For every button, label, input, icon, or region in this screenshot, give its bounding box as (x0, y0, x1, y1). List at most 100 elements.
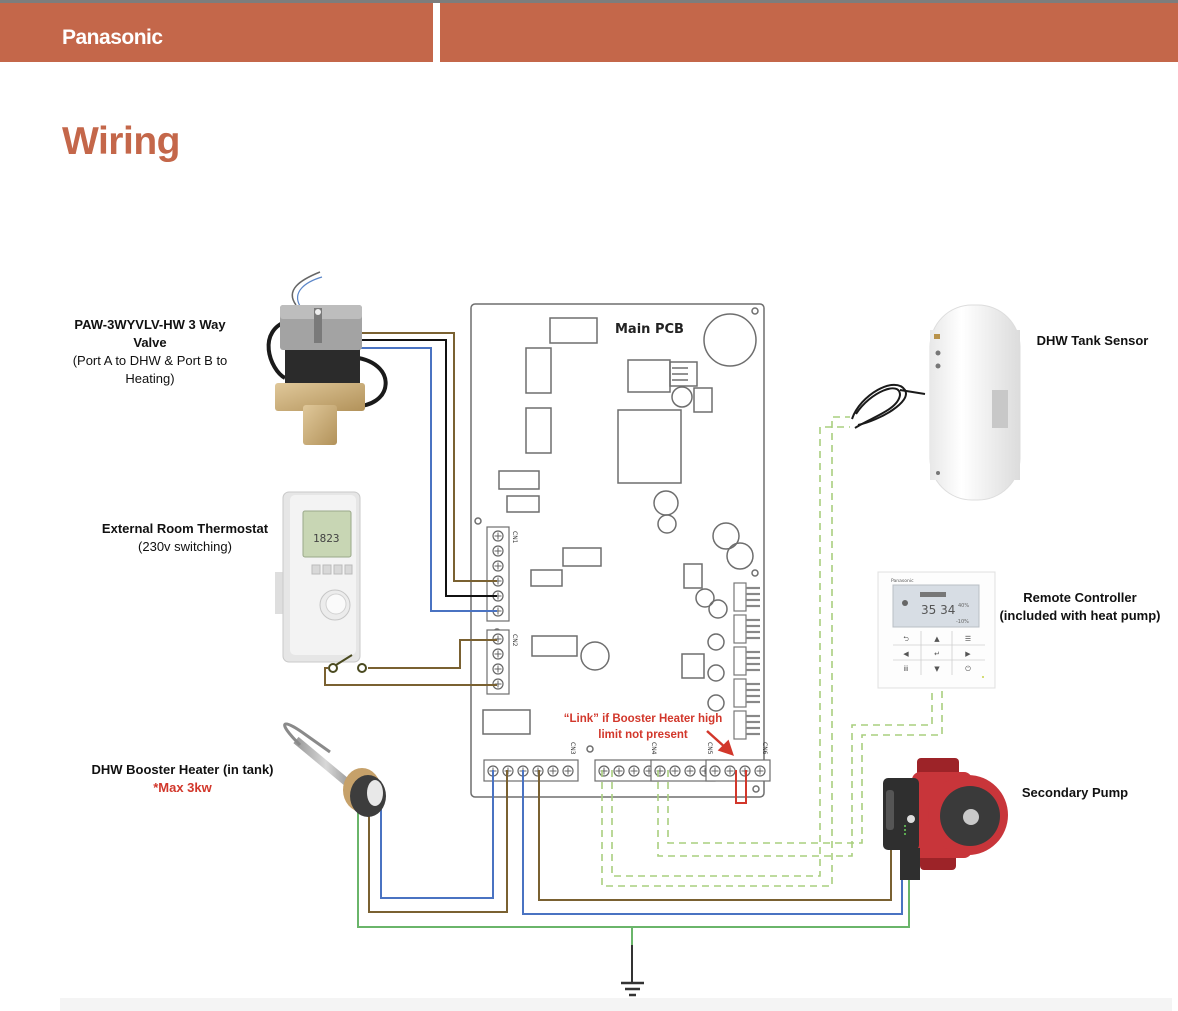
pcb-capacitor (580, 641, 610, 671)
remote-enter-button[interactable]: ↵ (934, 650, 940, 658)
remote-up-button[interactable]: ▲ (934, 635, 940, 643)
tank-sensor-title: DHW Tank Sensor (1036, 333, 1149, 348)
pump-title: Secondary Pump (1021, 785, 1129, 800)
terminal-block-cn6: CN6 (705, 742, 771, 782)
pcb-hole (586, 745, 594, 753)
terminal-screw (709, 765, 721, 777)
pcb-header-connector (733, 614, 760, 644)
terminal-screw (492, 560, 504, 572)
pcb-component (498, 470, 540, 490)
room-thermostat-image: 1823 (275, 491, 361, 663)
terminal-screw (628, 765, 640, 777)
terminal-screw (492, 663, 504, 675)
pcb-header (681, 653, 705, 679)
terminal-screw (492, 648, 504, 660)
remote-temps: 35 34 (921, 603, 955, 617)
pcb-component (531, 635, 578, 657)
three-way-valve-image (266, 271, 388, 445)
link-arrow-icon (706, 730, 734, 756)
terminal-screw (598, 765, 610, 777)
tank-sensor-label: DHW Tank Sensor (1020, 332, 1165, 350)
secondary-pump-image (883, 758, 1008, 880)
pcb-relay (525, 347, 552, 394)
pcb-title: Main PCB (615, 322, 684, 337)
cable-remote-1 (657, 690, 933, 857)
remote-power-button[interactable]: ⏻ (965, 665, 971, 673)
terminal-screw (754, 765, 766, 777)
pcb-capacitor (712, 522, 740, 550)
earth-symbol-icon (621, 981, 644, 997)
remote-label: Remote Controller (included with heat pu… (995, 589, 1165, 625)
pcb-header (669, 361, 698, 387)
pcb-ic (617, 409, 682, 484)
pcb-relay (525, 407, 552, 454)
pcb-component (693, 387, 713, 413)
wires (324, 332, 910, 982)
pcb-component (482, 709, 531, 735)
connector-label: CN4 (650, 742, 657, 755)
booster-note: *Max 3kw (153, 780, 212, 795)
thermostat-switch-icon (328, 654, 367, 673)
remote-title: Remote Controller (1023, 590, 1137, 605)
wire-earth (357, 808, 910, 928)
remote-left-button[interactable]: ◀ (903, 650, 909, 658)
pcb-capacitor (653, 490, 679, 516)
pump-label: Secondary Pump (1010, 784, 1140, 802)
terminal-screw (562, 765, 574, 777)
header-bar-left: Panasonic (0, 3, 433, 62)
cable-tank-sensor-1 (601, 416, 850, 887)
cable-tank-sensor-2 (611, 426, 850, 877)
remote-brand: Panasonic (891, 578, 914, 584)
pcb-component (562, 547, 602, 567)
wire-pump-brown (538, 770, 892, 901)
remote-back-button[interactable]: ⮌ (903, 635, 909, 643)
valve-label: PAW-3WYVLV-HW 3 Way Valve (Port A to DHW… (60, 316, 240, 388)
wire-thermostat-return (324, 667, 497, 686)
remote-controller-image: Panasonic 35 34 40% -10% ⮌ ▲ ☰ ◀ ↵ ▶ ⅲ ▼… (877, 571, 996, 689)
remote-quiet-button[interactable]: ⅲ (904, 665, 908, 673)
booster-label: DHW Booster Heater (in tank) *Max 3kw (80, 761, 285, 797)
remote-right-button[interactable]: ▶ (965, 650, 971, 658)
connector-label: CN2 (511, 634, 518, 647)
terminal-screw (669, 765, 681, 777)
wire-booster-blue (380, 770, 494, 899)
wire-pump-blue (522, 770, 903, 915)
wire-thermostat-switch (368, 639, 497, 669)
terminal-block-cn3: CN3 (483, 742, 579, 782)
terminal-block-cn5: CN5 (650, 742, 716, 782)
pcb-chip (549, 317, 598, 344)
pcb-hole (752, 785, 760, 793)
pcb-component (530, 569, 563, 587)
terminal-screw (613, 765, 625, 777)
remote-down-button[interactable]: ▼ (934, 665, 940, 673)
dhw-tank-image (929, 304, 1021, 501)
brand-logo: Panasonic (62, 26, 163, 49)
terminal-screw (547, 765, 559, 777)
tank-sensor-cable-image (851, 383, 926, 429)
link-note: “Link” if Booster Heater high limit not … (563, 713, 723, 741)
sensor-cables (601, 416, 943, 887)
thermostat-title: External Room Thermostat (101, 521, 269, 536)
booster-title: DHW Booster Heater (in tank) (91, 762, 274, 777)
pcb-component (506, 495, 540, 513)
page-title: Wiring (62, 120, 180, 163)
thermostat-label: External Room Thermostat (230v switching… (90, 520, 280, 556)
terminal-screw (654, 765, 666, 777)
wire-valve-black (360, 339, 497, 597)
pcb-hole (751, 307, 759, 315)
wire-valve-brown (360, 332, 497, 582)
pcb-right-headers (733, 582, 760, 740)
terminal-screw (492, 530, 504, 542)
header-bar-right (440, 3, 1178, 62)
pcb-header-connector (733, 582, 760, 612)
remote-menu-button[interactable]: ☰ (965, 635, 971, 643)
pcb-header-connector (733, 710, 760, 740)
link-wire (735, 770, 747, 804)
pcb-capacitor (657, 514, 677, 534)
pcb-transformer (627, 359, 671, 393)
top-border (0, 0, 1178, 3)
connector-label: CN5 (706, 742, 713, 755)
pcb-header-connector (733, 646, 760, 676)
main-pcb (470, 303, 765, 798)
